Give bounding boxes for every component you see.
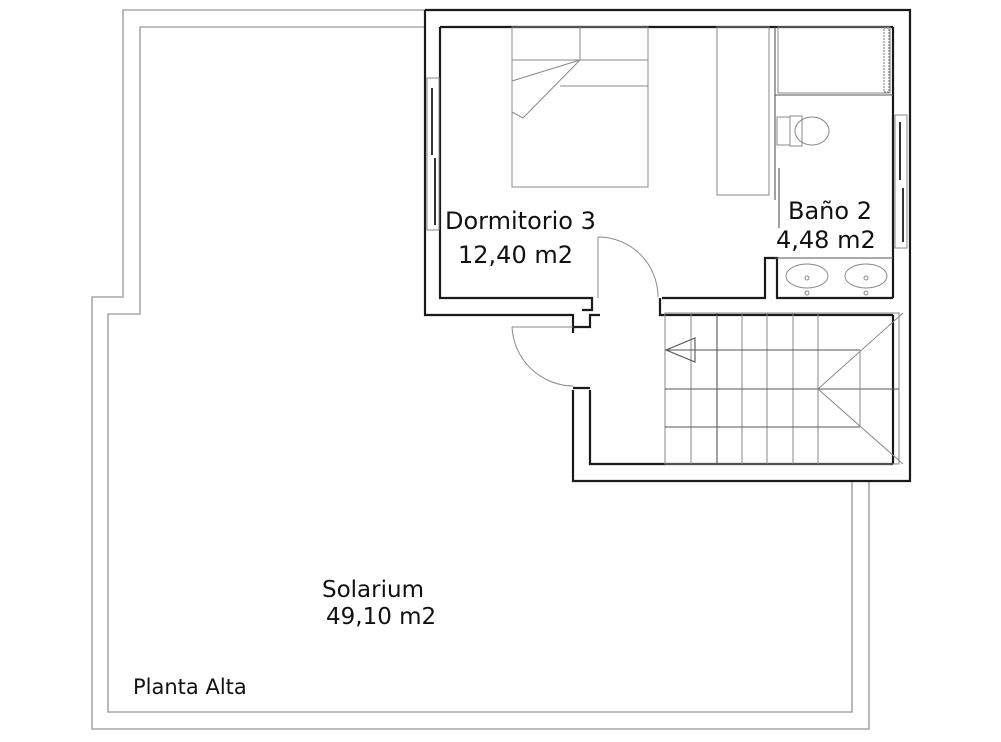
- room-name-dormitorio: Dormitorio 3: [445, 207, 596, 235]
- staircase-icon: [664, 312, 904, 465]
- shower-icon: [777, 26, 891, 94]
- double-sink-icon: [785, 263, 888, 296]
- room-area-dormitorio: 12,40 m2: [458, 241, 573, 269]
- bed-icon: [511, 26, 649, 188]
- room-area-bano: 4,48 m2: [776, 226, 876, 254]
- window-icon: [894, 114, 908, 249]
- wardrobe-icon: [716, 26, 780, 228]
- door-swing-icon: [511, 326, 574, 387]
- window-icon: [426, 77, 440, 231]
- room-name-bano: Baño 2: [788, 197, 872, 225]
- toilet-icon: [776, 115, 830, 147]
- room-area-solarium: 49,10 m2: [326, 604, 436, 630]
- door-swing-icon: [597, 236, 659, 298]
- room-name-solarium: Solarium: [322, 577, 424, 603]
- plan-title: Planta Alta: [133, 675, 247, 699]
- solarium-parapet: [91, 9, 870, 730]
- stair-direction-arrow-icon: [664, 337, 696, 363]
